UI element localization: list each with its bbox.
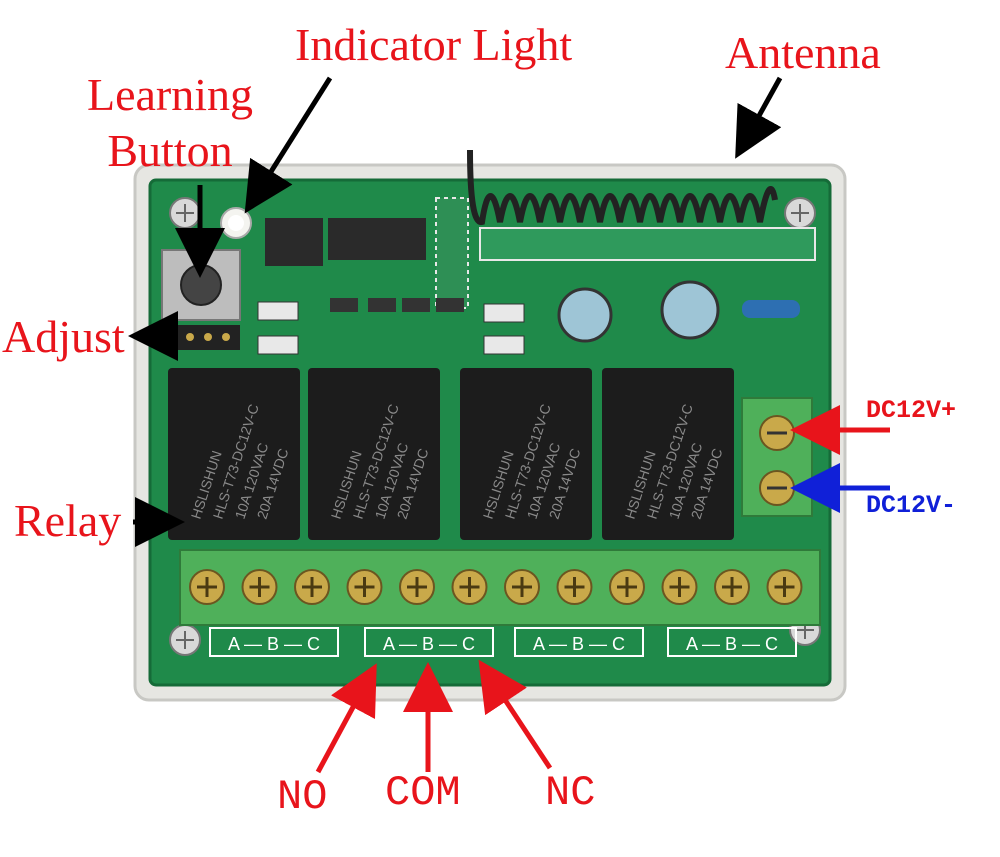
- learning-button-label-line2: Button: [107, 125, 233, 176]
- terminal-group-label-box: [514, 627, 644, 657]
- output-terminal-block: [179, 549, 821, 626]
- no-label: NO: [277, 773, 328, 821]
- capacitors: [557, 280, 800, 343]
- terminal-screw-slot: [249, 577, 270, 597]
- terminal-group-label: A — B — C: [383, 634, 475, 654]
- indicator-led: [220, 207, 252, 239]
- antenna-label: Antenna: [725, 27, 881, 78]
- dc-plus-label: DC12V+: [866, 396, 957, 425]
- terminal-group-labels: A — B — C A — B — C A — B — C A — B — C: [209, 627, 797, 657]
- terminal-screw-slot: [617, 577, 637, 597]
- terminal-screw-slot: [302, 577, 322, 597]
- terminal-group-label: A — B — C: [533, 634, 625, 654]
- terminal-group-label-box: [209, 627, 339, 657]
- indicator-light-label: Indicator Light: [295, 19, 573, 70]
- adjust-jumper[interactable]: [175, 325, 240, 350]
- terminal-screw-slot: [197, 577, 217, 597]
- power-terminal: [741, 397, 813, 517]
- terminal-group-label-box: [364, 627, 494, 657]
- callout-arrows: [128, 76, 890, 774]
- terminal-screw-slot: [774, 577, 795, 597]
- terminal-group-label: A — B — C: [228, 634, 320, 654]
- rf-receiver-module: [479, 227, 816, 261]
- terminal-screw-slot: [722, 577, 742, 597]
- terminal-screw-slot: [407, 577, 427, 597]
- ic-chips: [265, 197, 469, 309]
- relay-label: Relay: [14, 495, 122, 546]
- smd-components: [257, 298, 525, 355]
- terminal-screw-slot: [459, 577, 480, 597]
- dc-minus-label: DC12V-: [866, 491, 957, 520]
- com-label: COM: [385, 769, 461, 817]
- terminal-screw-slot: [354, 577, 375, 597]
- terminal-group-label: A — B — C: [686, 634, 778, 654]
- nc-label: NC: [545, 769, 596, 817]
- antenna-coil: [467, 149, 778, 225]
- terminal-screws: [189, 569, 803, 605]
- learning-button-label-line1: Learning: [86, 69, 254, 120]
- terminal-group-label-box: [667, 627, 797, 657]
- terminal-screw-slot: [669, 577, 690, 597]
- adjust-label: Adjust: [2, 311, 125, 362]
- terminal-screw-slot: [564, 577, 585, 597]
- terminal-screw-slot: [512, 577, 532, 597]
